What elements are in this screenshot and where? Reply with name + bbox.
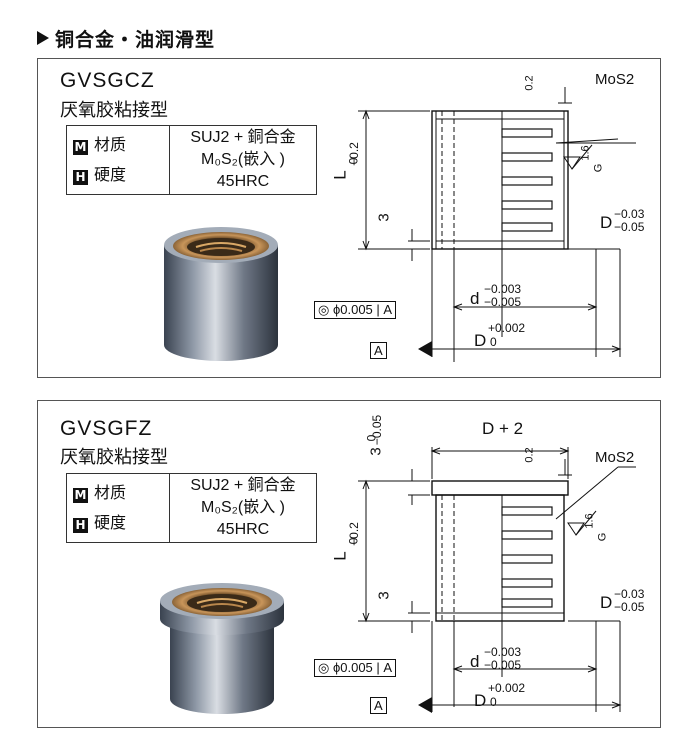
spec-table: M 材质 H 硬度 SUJ2 + 銅合金 M₀S₂(嵌入 ) 45HRC [66,125,317,195]
d-outer-upper: −0.03 [614,207,645,221]
l-lower-tol: −0.2 [346,142,361,166]
spec-table: M 材质 H 硬度 SUJ2 + 銅合金 M₀S₂(嵌入 ) 45HRC [66,473,317,543]
d-outer-upper: −0.03 [614,587,645,601]
big-d-label: D [474,331,487,350]
hardness-value: 45HRC [216,521,270,538]
spec-labels: M 材质 H 硬度 [66,125,170,195]
l-label: L [330,551,350,561]
model-name: GVSGFZ [60,417,153,440]
datum-ref: A [383,660,393,675]
model-subtitle: 厌氧胶粘接型 [60,100,168,121]
d-inner-upper: −0.003 [484,645,522,659]
spec-labels: M 材质 H 硬度 [66,473,170,543]
hardness-label: 硬度 [94,513,127,532]
model-subtitle: 厌氧胶粘接型 [60,447,168,468]
spec-values: SUJ2 + 銅合金 M₀S₂(嵌入 ) 45HRC [169,125,317,195]
model-name: GVSGCZ [60,69,155,92]
concentricity-frame: ◎ ϕ0.005 | A [314,301,397,319]
mos2-label: MoS2 [595,71,635,88]
roughness-top: 0.2 [523,447,536,463]
section-heading: 铜合金・油润滑型 [37,25,215,52]
material-value: SUJ2 + 銅合金 [190,477,296,494]
dimension-drawing [358,447,636,713]
material-icon: M [73,488,88,503]
hardness-label: 硬度 [94,165,127,184]
l-label: L [330,170,350,180]
hardness-value: 45HRC [216,173,270,190]
spec-values: SUJ2 + 銅合金 M₀S₂(嵌入 ) 45HRC [169,473,317,543]
d-outer-label: D [600,213,613,232]
material-insert: M₀S₂(嵌入 ) [201,499,285,516]
concentricity-frame: ◎ ϕ0.005 | A [314,659,397,677]
d-inner-label: d [470,652,480,671]
material-icon: M [73,140,88,155]
roughness-side: 1.6 [579,145,592,161]
d-outer-label: D [600,593,613,612]
three-label: 3 [375,591,393,600]
dimension-drawing [358,87,636,362]
d-outer-lower: −0.05 [614,600,645,614]
concentric-icon: ◎ [318,302,333,317]
big-d-lower: 0 [490,695,497,709]
d-outer-lower: −0.05 [614,220,645,234]
d-inner-lower: −0.005 [484,295,522,309]
big-d-lower: 0 [490,335,497,349]
product-panel-gvsgfz: GVSGFZ 厌氧胶粘接型 M 材质 H 硬度 SUJ2 + 銅合金 M₀S₂(嵌入… [37,400,661,728]
roughness-side: 1.6 [583,513,596,529]
flange-three: 3 [367,447,385,456]
datum-box: A [370,342,387,359]
hardness-icon: H [73,170,88,185]
triangle-bullet-icon [37,31,49,45]
l-lower-tol: −0.2 [346,522,361,546]
roughness-g: G [592,163,605,173]
mos2-label: MoS2 [595,449,635,466]
material-label: 材质 [94,135,127,154]
d-inner-lower: −0.005 [484,658,522,672]
concentric-icon: ◎ [318,660,333,675]
big-d-upper: +0.002 [488,321,526,335]
flange-dim-label: D + 2 [482,419,524,438]
bushing-photo [160,583,284,714]
flange-lower-tol: −0.05 [370,414,385,446]
material-insert: M₀S₂(嵌入 ) [201,151,285,168]
datum-ref: A [383,302,393,317]
roughness-top: 0.2 [523,75,536,91]
bushing-photo [164,227,278,361]
big-d-label: D [474,691,487,710]
d-inner-upper: −0.003 [484,282,522,296]
concentricity-value: ϕ0.005 [332,660,373,675]
roughness-g: G [596,532,609,542]
three-label: 3 [375,213,393,222]
datum-box: A [370,697,387,714]
heading-text: 铜合金・油润滑型 [55,29,216,51]
hardness-icon: H [73,518,88,533]
material-label: 材质 [94,483,127,502]
d-inner-label: d [470,289,480,308]
product-panel-gvsgcz: GVSGCZ 厌氧胶粘接型 M 材质 H 硬度 SUJ2 + 銅合金 M₀S₂(嵌入… [37,58,661,378]
concentricity-value: ϕ0.005 [332,302,373,317]
big-d-upper: +0.002 [488,681,526,695]
material-value: SUJ2 + 銅合金 [190,129,296,146]
